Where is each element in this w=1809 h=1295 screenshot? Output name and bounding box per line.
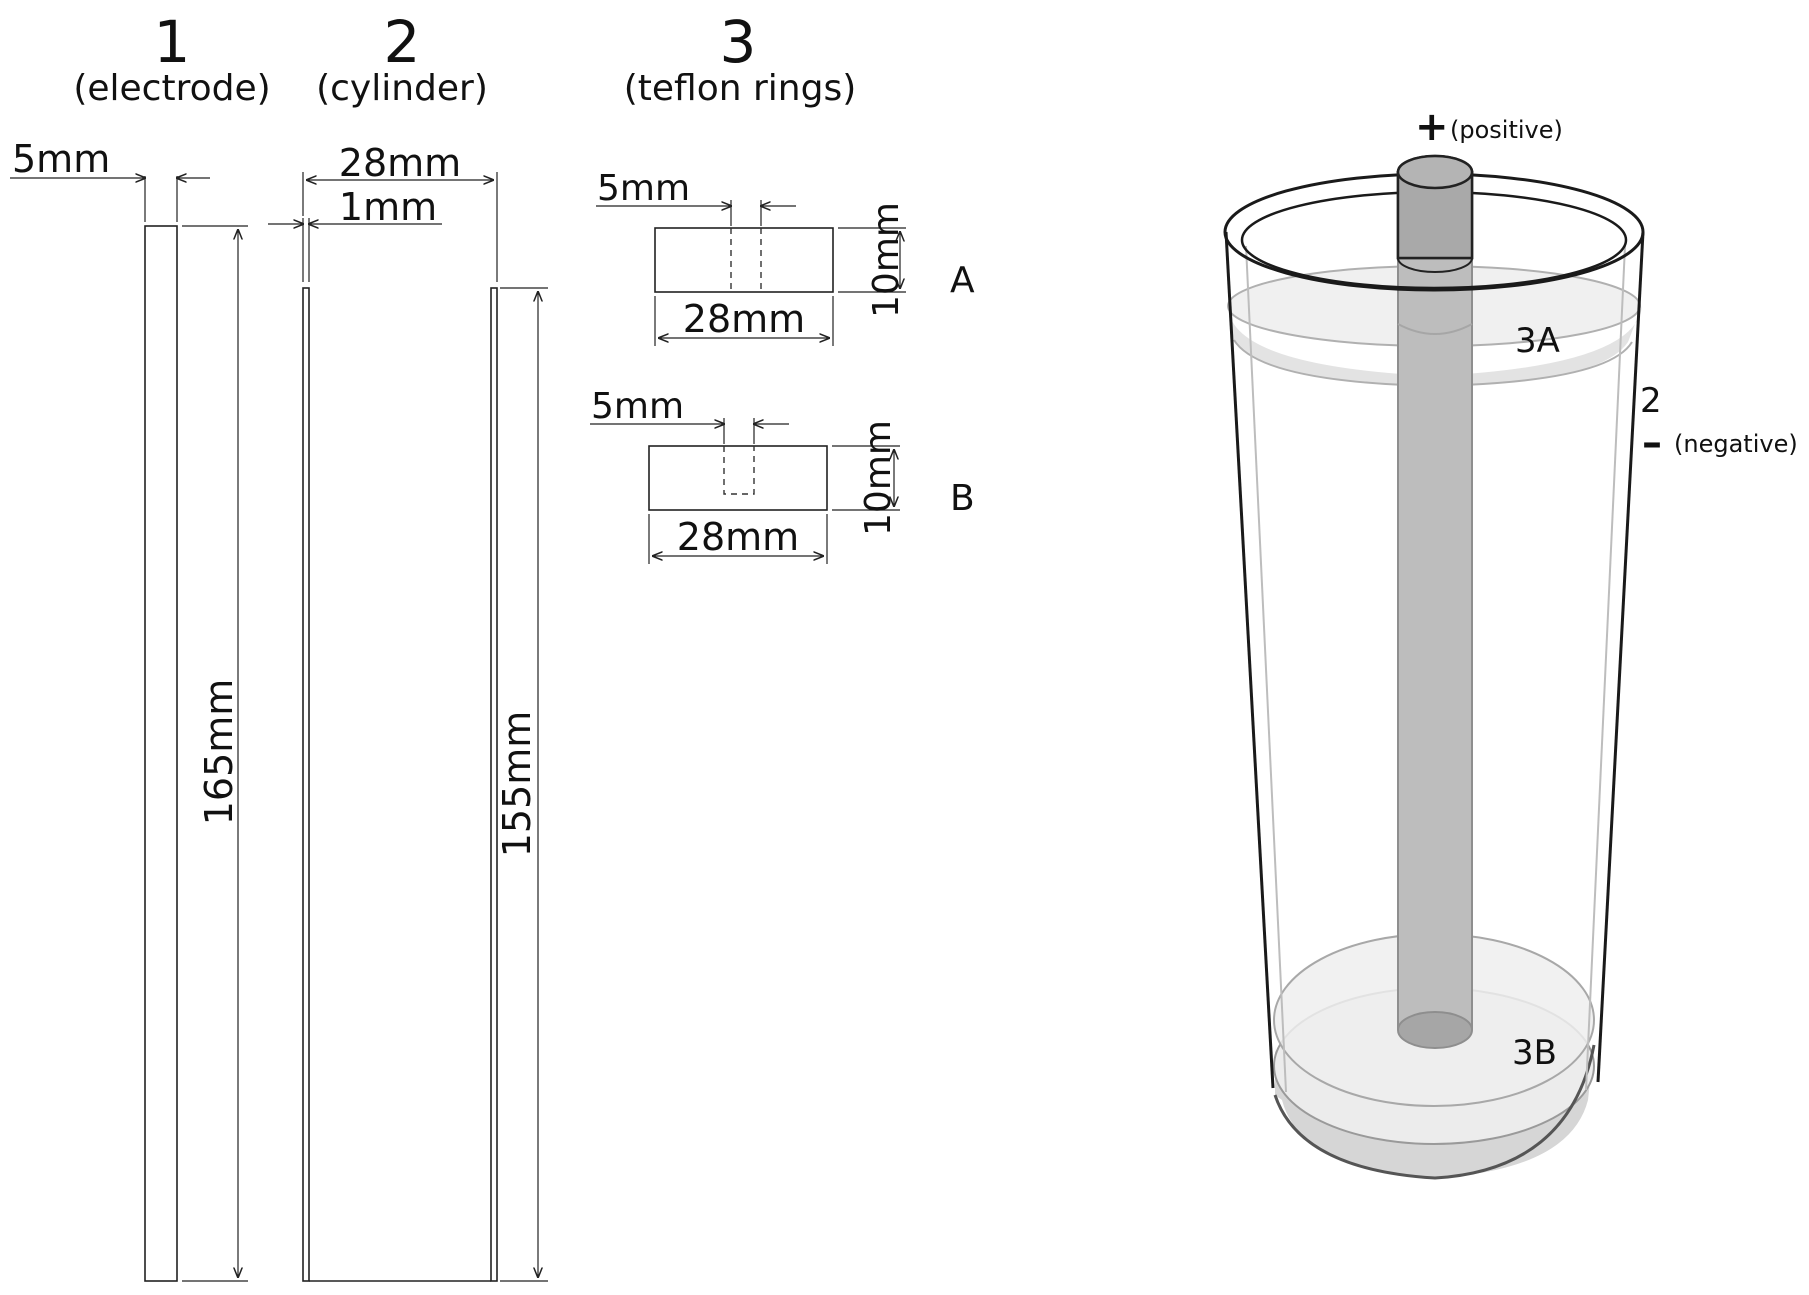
assembly-view: + (positive) 3A 3B 2 – (negative) — [1223, 104, 1798, 1180]
ring-a-letter: A — [950, 260, 975, 301]
ring-b-letter: B — [950, 478, 975, 519]
negative-sign: – — [1642, 420, 1662, 466]
ring-b-blind-hole — [723, 446, 755, 495]
part-2-number: 2 — [384, 8, 421, 76]
ring-b-hole-label: 5mm — [591, 386, 684, 427]
cylinder-3d-right-inner — [1585, 245, 1626, 1091]
positive-label: (positive) — [1450, 116, 1563, 144]
cylinder-3d-label: 2 — [1640, 381, 1662, 421]
part-1-header: 1 (electrode) — [73, 8, 270, 109]
ring-3b-side — [1275, 1045, 1594, 1178]
ring-b-outline — [648, 445, 828, 511]
part-2-name: (cylinder) — [316, 68, 488, 109]
part-3-name: (teflon rings) — [624, 68, 857, 109]
part-3-number: 3 — [720, 8, 757, 76]
cylinder-3d-left-inner — [1245, 245, 1287, 1093]
electrode-rod-bottom — [1397, 1011, 1473, 1049]
electrode-rod-body — [1398, 172, 1472, 1030]
ring-a-diameter-label: 28mm — [683, 297, 805, 341]
part-3-header: 3 (teflon rings) — [624, 8, 857, 109]
ring-3b-label: 3B — [1512, 1033, 1557, 1073]
part-2-header: 2 (cylinder) — [316, 8, 488, 109]
cylinder-right-wall — [490, 287, 498, 1282]
cylinder-3d-right-outer — [1596, 231, 1645, 1083]
ring-a-hole-label: 5mm — [597, 168, 690, 209]
part-1-number: 1 — [154, 8, 191, 76]
cylinder-3d-left-outer — [1224, 231, 1275, 1089]
electrode-rod-ring-cut — [1397, 323, 1473, 335]
ring-a-height-label: 10mm — [866, 202, 907, 318]
cylinder-wall-label: 1mm — [339, 185, 437, 229]
electrode-rod-cap-front — [1396, 154, 1474, 190]
cylinder-drawing: 28mm 1mm 155mm — [268, 141, 548, 1282]
ring-b-diameter-label: 28mm — [677, 515, 799, 559]
ring-a-outline — [654, 227, 834, 293]
electrode-drawing: 5mm 165mm — [10, 137, 248, 1282]
electrode-width-label: 5mm — [12, 137, 110, 181]
electrode-height-label: 165mm — [197, 679, 241, 826]
ring-3b-bottom-edge — [1273, 1044, 1596, 1180]
ring-a-drawing: 5mm 10mm 28mm A — [596, 168, 975, 346]
ring-3a-band — [1228, 306, 1642, 386]
ring-b-drawing: 5mm 10mm 28mm B — [590, 386, 975, 564]
positive-sign: + — [1415, 104, 1449, 150]
cylinder-left-wall — [302, 287, 310, 1282]
cylinder-diameter-label: 28mm — [339, 141, 461, 185]
negative-label: (negative) — [1674, 430, 1798, 458]
ring-b-height-label: 10mm — [858, 420, 899, 536]
ring-3a-label: 3A — [1515, 321, 1560, 361]
part-1-name: (electrode) — [73, 68, 270, 109]
electrode-outline — [144, 225, 178, 1282]
cylinder-height-label: 155mm — [495, 711, 539, 858]
